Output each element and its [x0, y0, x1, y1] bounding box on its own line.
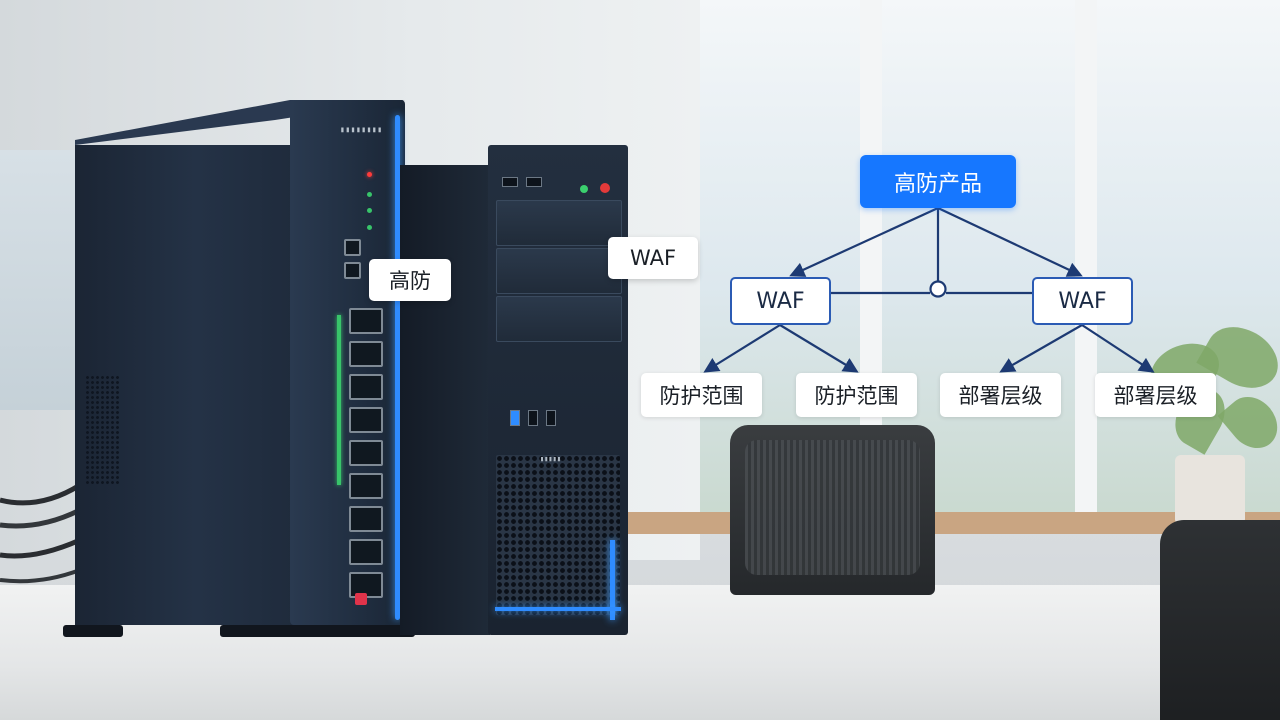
diagram-node-waf-left: WAF [730, 277, 831, 325]
usb-port [546, 410, 556, 426]
front-mesh-grille [496, 455, 620, 615]
usb-port [526, 177, 542, 187]
tower-front-panel [488, 145, 628, 635]
usb-port [510, 410, 520, 426]
office-chair-foreground [1160, 520, 1280, 720]
diagram-root-node: 高防产品 [860, 155, 1016, 208]
blue-led-strip [495, 607, 621, 611]
brand-mark: ▮▮▮▮▮ [540, 455, 562, 463]
chair-mesh [745, 440, 920, 575]
server-tower: ▮▮▮▮▮ [400, 145, 630, 640]
window-mullion [1075, 0, 1097, 520]
power-port [355, 593, 367, 605]
tower-front-panel [290, 100, 405, 625]
power-button [600, 183, 610, 193]
diagram-leaf-protection-scope: 防护范围 [796, 373, 917, 417]
diagram-leaf-deployment-tier: 部署层级 [1095, 373, 1216, 417]
uplink-ports [343, 238, 379, 279]
brand-mark: ▮▮▮▮▮▮▮▮ [340, 125, 383, 134]
side-vent [85, 375, 120, 485]
status-led-green [367, 192, 372, 197]
blue-led-strip [610, 540, 615, 620]
network-switch-tower: ▮▮▮▮▮▮▮▮ [63, 100, 415, 640]
status-led-green [367, 208, 372, 213]
diagram-leaf-protection-scope: 防护范围 [641, 373, 762, 417]
status-led-green [367, 225, 372, 230]
port-activity-leds [337, 315, 341, 485]
callout-label-waf: WAF [608, 237, 698, 279]
usb-port [502, 177, 518, 187]
drive-bay [496, 296, 622, 342]
power-led-green [580, 185, 588, 193]
drive-bay [496, 248, 622, 294]
diagram-leaf-deployment-tier: 部署层级 [940, 373, 1061, 417]
blue-led-strip [395, 115, 400, 620]
status-led-red [367, 172, 372, 177]
ethernet-port-column [345, 305, 383, 605]
tower-foot [220, 625, 415, 637]
callout-label-gaofang: 高防 [369, 259, 451, 301]
tower-foot [63, 625, 123, 637]
usb-port [528, 410, 538, 426]
tower-side-panel [400, 165, 490, 635]
tower-side-panel [75, 145, 295, 625]
network-cables [0, 482, 80, 584]
drive-bay [496, 200, 622, 246]
diagram-node-waf-right: WAF [1032, 277, 1133, 325]
